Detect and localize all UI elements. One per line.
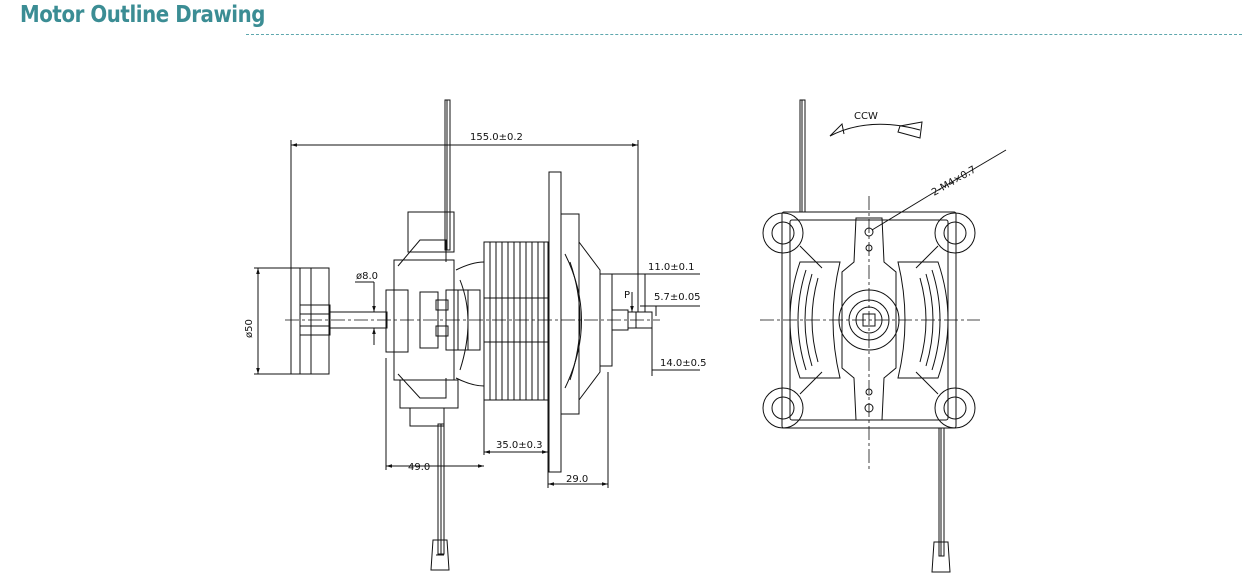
- shaft-diameter-label: ø8.0: [356, 271, 378, 282]
- brush-offset-label: 49.0: [408, 462, 430, 473]
- front-bracket: [548, 171, 653, 473]
- flat-p-label: P: [624, 290, 630, 301]
- front-view: [760, 99, 1007, 573]
- fan-diameter-label: ø50: [244, 319, 255, 338]
- flat-dim-1-label: 11.0±0.1: [648, 262, 695, 273]
- title-divider: [246, 34, 1242, 35]
- stator-core: [455, 241, 549, 401]
- brush-housing: [385, 211, 481, 427]
- rotation-label: CCW: [854, 111, 878, 122]
- overall-length-label: 155.0±0.2: [470, 132, 523, 143]
- shaft-end-label: 14.0±0.5: [660, 358, 707, 369]
- bracket-length-label: 29.0: [566, 474, 588, 485]
- screw-callout-label: 2-M4×0.7: [930, 164, 978, 198]
- stack-length-label: 35.0±0.3: [496, 440, 543, 451]
- side-view: [254, 99, 700, 571]
- fan-impeller: [290, 267, 388, 375]
- page-title: Motor Outline Drawing: [20, 2, 266, 28]
- lead-wires: [430, 99, 451, 571]
- flat-dim-2-label: 5.7±0.05: [654, 292, 701, 303]
